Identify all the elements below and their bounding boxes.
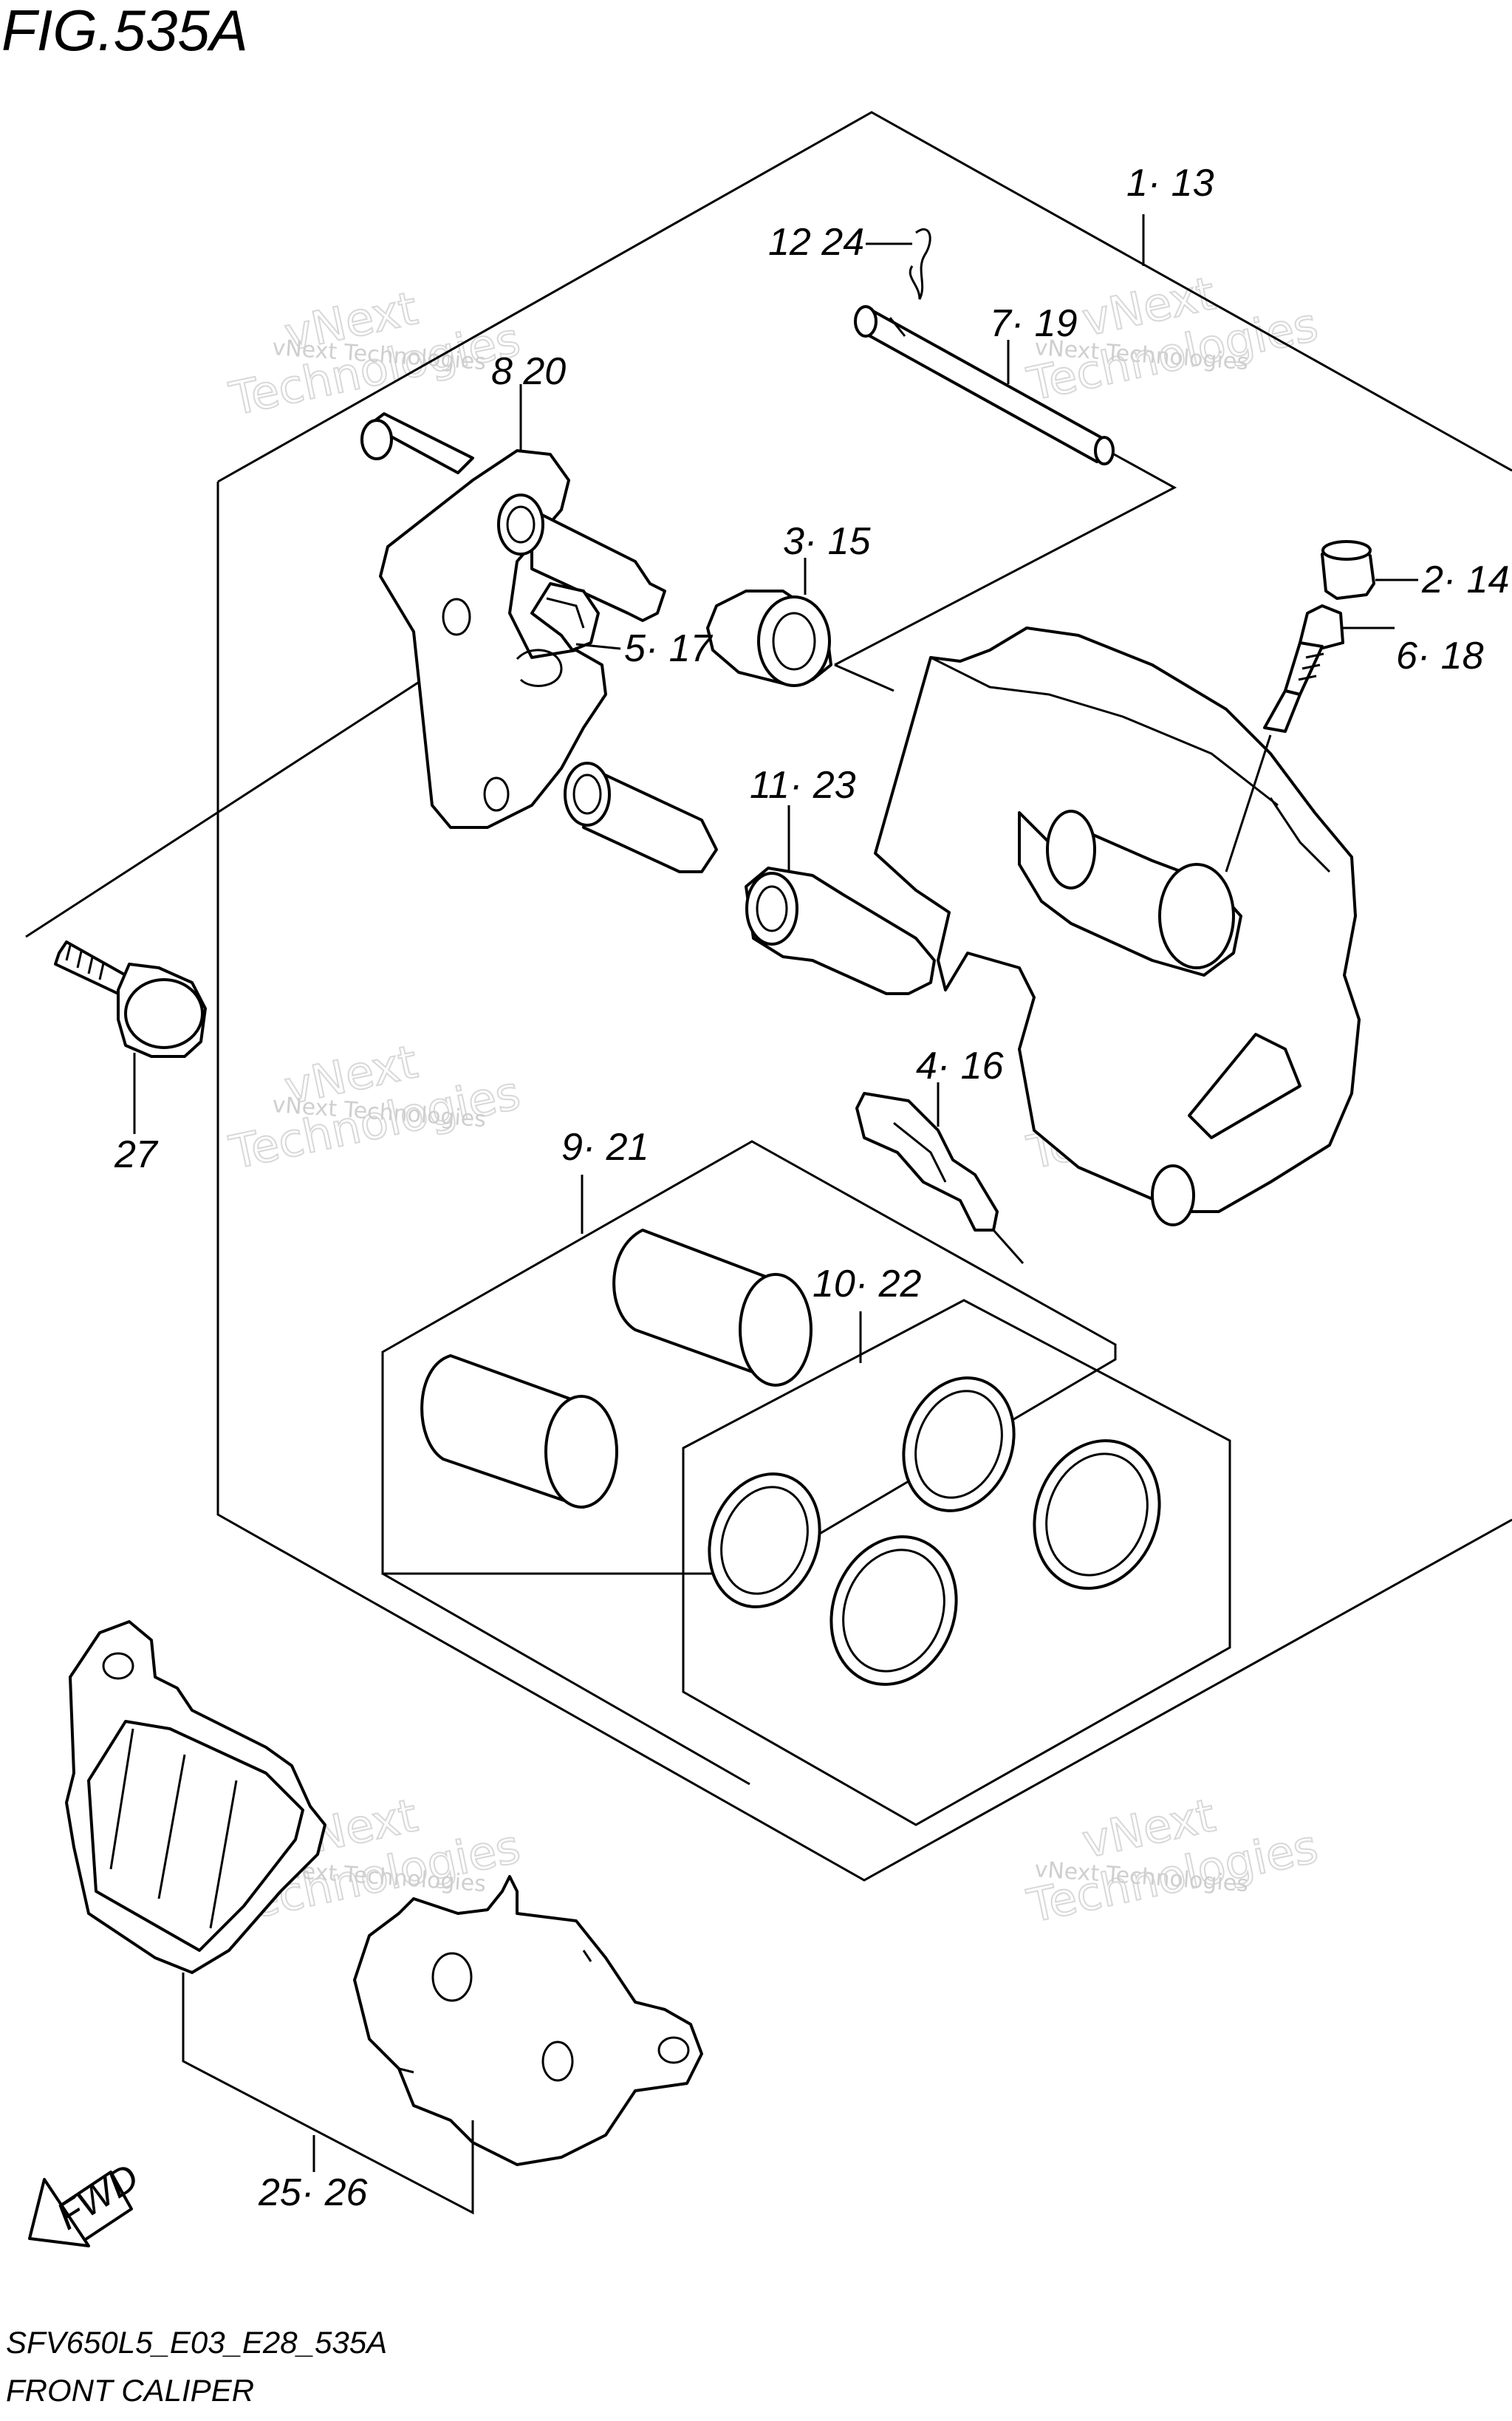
pad-set-frame [182, 1973, 474, 2215]
bracket-pin-upper [360, 412, 666, 622]
piston-seals [708, 1376, 1161, 1686]
callout-25-26: 25· 26 [258, 2171, 368, 2214]
brake-pad-outer [353, 1875, 703, 2166]
callout-4-16: 4· 16 [916, 1045, 1004, 1087]
assembly-frame-lower [216, 482, 1512, 1882]
callout-6-18: 6· 18 [1396, 635, 1484, 677]
pad-spring [855, 1092, 1024, 1264]
piston-left [420, 1354, 618, 1509]
piston-kit-frame-outline [381, 1352, 750, 1786]
mounting-bolt [54, 940, 207, 1058]
callout-8-20: 8 20 [491, 350, 566, 393]
caliper-body [874, 626, 1361, 1226]
leader-bleeder-body [1225, 734, 1272, 873]
watermark-low-right: vNext Technologies [1022, 1787, 1324, 1933]
figure-code: SFV650L5_E03_E28_535A [6, 2325, 387, 2360]
pin-subframe-join-right [834, 663, 894, 692]
pin-subframe-left [25, 646, 473, 938]
callout-5-17: 5· 17 [624, 627, 714, 670]
retaining-clip [909, 228, 931, 300]
bleeder-cap [1321, 540, 1375, 600]
pad-pin [854, 305, 1115, 465]
slide-pin-boot [745, 867, 936, 995]
assembly-frame [217, 111, 1512, 483]
callout-2-14: 2· 14 [1421, 559, 1510, 601]
caliper-bracket [379, 449, 607, 829]
seal-kit-frame [682, 1299, 1231, 1826]
figure-name: FRONT CALIPER [6, 2373, 254, 2408]
callout-27: 27 [114, 1133, 159, 1176]
callout-10-22: 10· 22 [813, 1263, 922, 1305]
callout-11-23: 11· 23 [750, 764, 856, 807]
leader-5-17 [575, 643, 621, 650]
callout-1-13: 1· 13 [1126, 162, 1214, 205]
brake-pad-inner [65, 1620, 326, 1974]
dust-boot [706, 590, 832, 687]
bracket-pin-lower [564, 762, 718, 873]
bleeder-valve [1263, 604, 1344, 733]
callout-9-21: 9· 21 [561, 1126, 649, 1169]
watermark-mid-left: vNext Technologies [225, 1034, 526, 1180]
piston-right [612, 1229, 813, 1387]
forward-direction-arrow [28, 2171, 133, 2247]
callout-12-24: 12 24 [768, 221, 864, 264]
callout-3-15: 3· 15 [783, 520, 872, 563]
figure-title: FIG.535A [1, 0, 248, 63]
callout-7-19: 7· 19 [990, 302, 1078, 345]
pad-spring-clip [530, 582, 600, 652]
